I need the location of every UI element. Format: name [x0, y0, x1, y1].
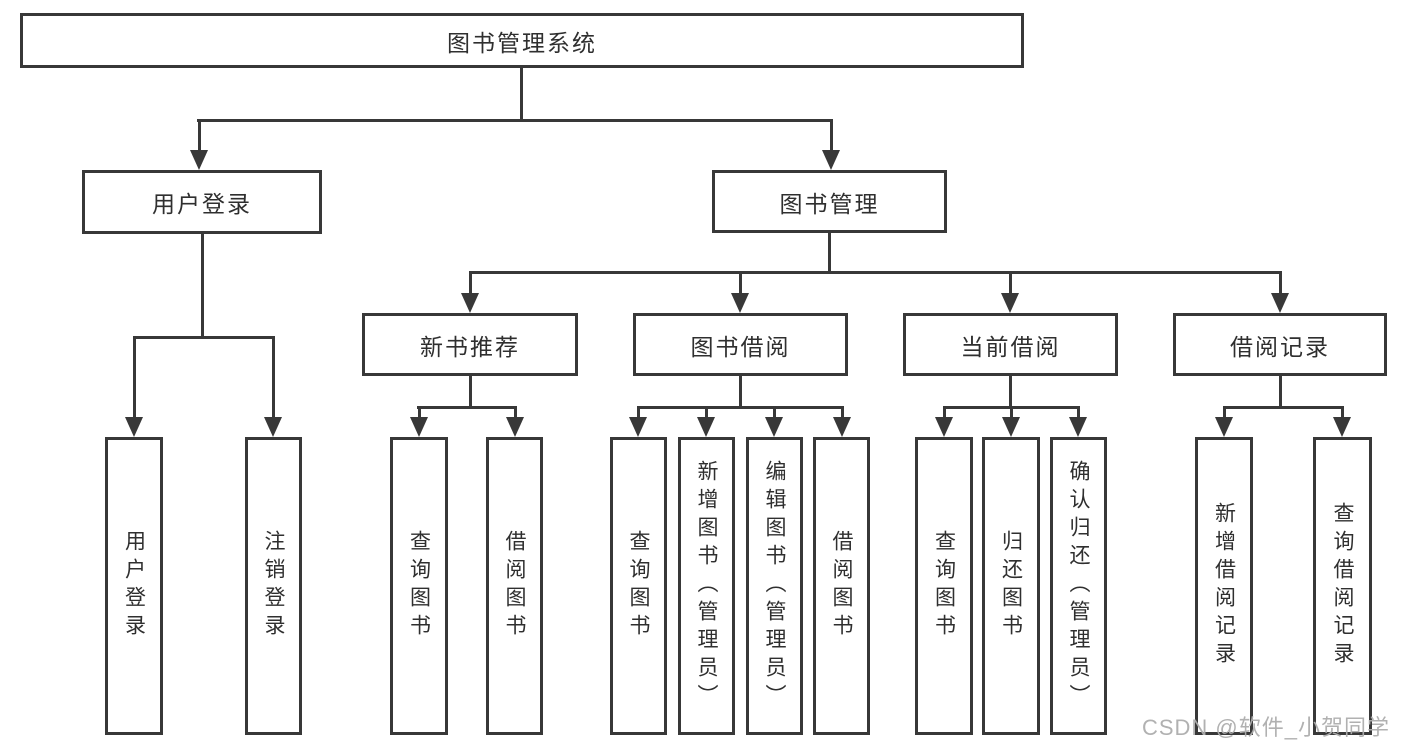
arrowhead-to-leaf-confirm-return	[1069, 417, 1087, 437]
edge-to-leaf-return-books	[1010, 406, 1013, 419]
node-leaf-confirm-return-admin: 确认归还（管理员）	[1050, 437, 1107, 735]
arrowhead-to-leaf-logout	[264, 417, 282, 437]
edge-current-borrowing-stem	[1009, 376, 1012, 406]
edge-root-to-user-login	[198, 119, 201, 152]
edge-to-current-borrowing	[1009, 271, 1012, 295]
arrowhead-to-leaf-edit-books	[765, 417, 783, 437]
edge-to-leaf-query-record	[1341, 406, 1344, 419]
node-leaf-edit-books-admin: 编辑图书（管理员）	[746, 437, 803, 735]
edge-to-leaf-add-books	[705, 406, 708, 419]
node-leaf-borrow-books-2: 借阅图书	[813, 437, 870, 735]
node-leaf-add-books-admin-label: 新增图书（管理员）	[695, 460, 718, 712]
node-user-login: 用户登录	[82, 170, 322, 234]
edge-to-new-book-recommendation	[469, 271, 472, 295]
edge-to-leaf-logout	[272, 336, 275, 419]
node-leaf-query-books-3-label: 查询图书	[932, 530, 956, 642]
node-leaf-query-books-3: 查询图书	[915, 437, 973, 735]
edge-new-book-recommendation-bar	[417, 406, 517, 409]
node-leaf-query-books-1: 查询图书	[390, 437, 448, 735]
arrowhead-to-user-login	[190, 150, 208, 170]
arrowhead-to-leaf-borrow-books-2	[833, 417, 851, 437]
node-leaf-return-books-label: 归还图书	[999, 530, 1023, 642]
node-borrowing-records: 借阅记录	[1173, 313, 1387, 376]
node-leaf-query-books-2-label: 查询图书	[627, 530, 650, 642]
arrowhead-to-leaf-return-books	[1002, 417, 1020, 437]
node-leaf-add-borrow-record-label: 新增借阅记录	[1212, 502, 1236, 670]
edge-to-leaf-user-login	[133, 336, 136, 419]
node-leaf-borrow-books-1-label: 借阅图书	[503, 530, 526, 642]
arrowhead-to-borrowing-records	[1271, 293, 1289, 313]
node-leaf-logout-label: 注销登录	[262, 530, 285, 642]
edge-root-stem	[520, 68, 523, 119]
node-current-borrowing: 当前借阅	[903, 313, 1118, 376]
edge-root-to-book-management	[830, 119, 833, 152]
edge-book-borrowing-stem	[739, 376, 742, 406]
edge-to-book-borrowing	[739, 271, 742, 295]
node-leaf-borrow-books-2-label: 借阅图书	[830, 530, 853, 642]
edge-to-leaf-add-record	[1223, 406, 1226, 419]
node-book-management: 图书管理	[712, 170, 947, 233]
node-leaf-add-borrow-record: 新增借阅记录	[1195, 437, 1253, 735]
arrowhead-to-current-borrowing	[1001, 293, 1019, 313]
node-leaf-add-books-admin: 新增图书（管理员）	[678, 437, 735, 735]
arrowhead-to-new-book-recommendation	[461, 293, 479, 313]
node-leaf-user-login: 用户登录	[105, 437, 163, 735]
node-leaf-logout: 注销登录	[245, 437, 302, 735]
node-leaf-query-borrow-record-label: 查询借阅记录	[1331, 502, 1354, 670]
arrowhead-to-leaf-user-login	[125, 417, 143, 437]
edge-book-management-bar	[469, 271, 1282, 274]
node-leaf-borrow-books-1: 借阅图书	[486, 437, 543, 735]
edge-user-login-bar	[133, 336, 275, 339]
edge-to-leaf-query-books-3	[943, 406, 946, 419]
edge-to-leaf-confirm-return	[1077, 406, 1080, 419]
arrowhead-to-leaf-add-record	[1215, 417, 1233, 437]
edge-book-management-stem	[828, 233, 831, 271]
edge-to-leaf-query-books-1	[418, 406, 421, 419]
node-leaf-query-books-2: 查询图书	[610, 437, 667, 735]
node-new-book-recommendation: 新书推荐	[362, 313, 578, 376]
edge-borrowing-records-bar	[1223, 406, 1343, 409]
edge-user-login-stem	[201, 234, 204, 336]
edge-book-borrowing-bar	[637, 406, 843, 409]
arrowhead-to-leaf-query-record	[1333, 417, 1351, 437]
arrowhead-to-leaf-borrow-books-1	[506, 417, 524, 437]
arrowhead-to-leaf-add-books	[697, 417, 715, 437]
node-leaf-query-books-1-label: 查询图书	[407, 530, 431, 642]
edge-to-borrowing-records	[1279, 271, 1282, 295]
node-library-system: 图书管理系统	[20, 13, 1024, 68]
edge-borrowing-records-stem	[1279, 376, 1282, 406]
edge-root-bar	[197, 119, 832, 122]
arrowhead-to-book-management	[822, 150, 840, 170]
edge-to-leaf-edit-books	[773, 406, 776, 419]
node-book-borrowing: 图书借阅	[633, 313, 848, 376]
arrowhead-to-leaf-query-books-2	[629, 417, 647, 437]
edge-to-leaf-borrow-books-1	[514, 406, 517, 419]
node-leaf-query-borrow-record: 查询借阅记录	[1313, 437, 1372, 735]
arrowhead-to-leaf-query-books-1	[410, 417, 428, 437]
edge-to-leaf-query-books-2	[637, 406, 640, 419]
node-leaf-return-books: 归还图书	[982, 437, 1040, 735]
arrowhead-to-leaf-query-books-3	[935, 417, 953, 437]
node-leaf-confirm-return-admin-label: 确认归还（管理员）	[1067, 460, 1090, 712]
node-leaf-edit-books-admin-label: 编辑图书（管理员）	[763, 460, 786, 712]
node-leaf-user-login-label: 用户登录	[122, 530, 146, 642]
csdn-watermark: CSDN @软件_小贺同学	[1141, 715, 1390, 740]
arrowhead-to-book-borrowing	[731, 293, 749, 313]
edge-to-leaf-borrow-books-2	[841, 406, 844, 419]
edge-new-book-recommendation-stem	[469, 376, 472, 406]
